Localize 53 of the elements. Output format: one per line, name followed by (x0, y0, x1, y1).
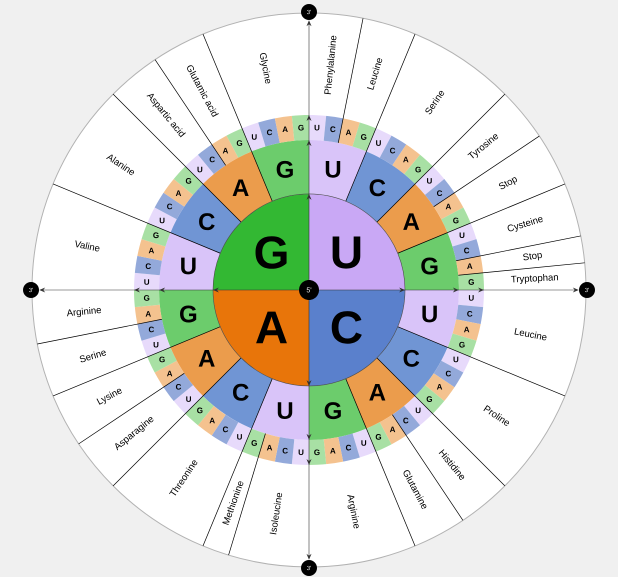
third-base-cell: U (226, 422, 252, 452)
amino-acid-label: Arginine (67, 307, 102, 318)
amino-acid-label: Leucine (514, 328, 546, 340)
amino-acid-label: Stop (523, 252, 542, 260)
third-base-cell: C (134, 256, 162, 276)
amino-acid-label: Valine (75, 240, 100, 252)
third-base-cell: U (458, 290, 484, 308)
third-base-cell: A (258, 434, 280, 462)
third-base-cell: G (242, 428, 266, 458)
third-base-cell: A (456, 256, 484, 276)
amino-acid-label: Cysteine (508, 217, 543, 232)
third-base-cell: C (338, 434, 360, 462)
second-base-sector: G (398, 232, 459, 290)
third-base-cell: U (142, 334, 170, 357)
third-base-cell: U (292, 439, 309, 465)
second-base-sector: U (398, 290, 459, 348)
third-base-cell: U (352, 428, 376, 458)
amino-acid-label: Serine (80, 350, 106, 362)
third-base-cell: A (134, 304, 162, 324)
third-base-cell: C (137, 319, 166, 341)
amino-acid-label: Tryptophan (510, 274, 558, 284)
third-base-cell: G (352, 122, 376, 152)
amino-acid-label: Arginine (347, 495, 359, 528)
second-base-sector: U (159, 232, 220, 290)
amino-acid-label: Isoleucine (270, 492, 282, 534)
second-base-sector: G (159, 290, 220, 348)
third-base-cell: C (324, 116, 344, 143)
amino-acid-label: Phenylalanine (324, 36, 336, 94)
second-base-sector: G (252, 140, 309, 202)
third-base-cell: A (452, 319, 481, 341)
third-base-cell: G (366, 422, 392, 452)
third-base-cell: C (274, 437, 294, 464)
third-base-cell: U (366, 128, 392, 158)
third-base-cell: G (142, 223, 170, 246)
third-base-cell: A (324, 437, 344, 464)
third-base-cell: C (258, 118, 280, 146)
third-base-cell: C (456, 304, 484, 324)
third-base-cell: G (226, 128, 252, 158)
second-base-sector: G (309, 378, 366, 440)
second-base-sector: U (309, 140, 366, 202)
third-base-cell: G (448, 334, 476, 357)
third-base-cell: A (137, 239, 166, 261)
amino-acid-label: Stop (498, 177, 518, 190)
amino-acid-label: Leucine (367, 58, 382, 90)
amino-acid-label: Glycine (259, 52, 270, 84)
third-base-cell: G (134, 290, 160, 308)
third-base-cell: A (338, 118, 360, 146)
second-base-sector: U (252, 378, 309, 440)
third-base-cell: G (292, 114, 309, 141)
third-base-cell: A (274, 116, 294, 143)
third-base-cell: U (242, 122, 266, 152)
third-base-cell: U (448, 223, 476, 246)
third-base-cell: C (452, 239, 481, 261)
